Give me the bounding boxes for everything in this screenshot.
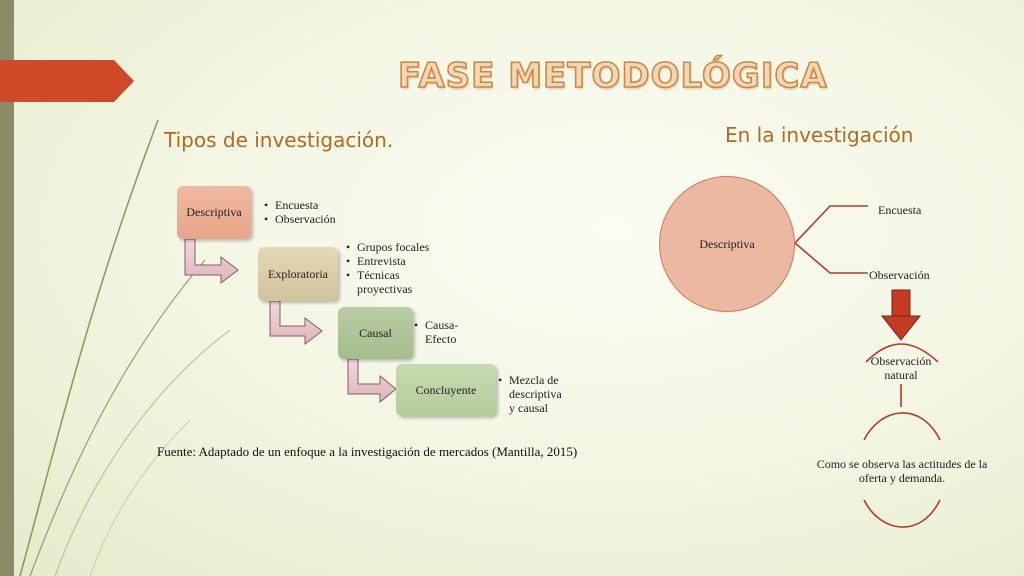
bullet-item: Causa-Efecto bbox=[414, 318, 464, 346]
bullet-item: Observación bbox=[264, 212, 336, 226]
source-note: Fuente: Adaptado de un enfoque a la inve… bbox=[157, 444, 578, 459]
branch-label-encuesta: Encuesta bbox=[878, 203, 922, 217]
bullets-exploratoria: Grupos focales Entrevista Técnicas proye… bbox=[346, 240, 446, 296]
conclusion-bracket-bottom bbox=[863, 499, 941, 528]
branch-label-observacion: Observación bbox=[869, 268, 930, 282]
bullet-item: Mezcla de descriptiva y causal bbox=[498, 373, 570, 415]
slide-title: FASE METODOLÓGICA bbox=[397, 55, 828, 97]
conclusion-bracket-top bbox=[863, 412, 941, 441]
process-box-exploratoria: Exploratoria bbox=[258, 247, 338, 301]
natural-bracket bbox=[865, 343, 939, 363]
branch-bracket bbox=[793, 205, 868, 274]
bullets-causal: Causa-Efecto bbox=[414, 318, 464, 346]
down-arrow-icon bbox=[880, 289, 922, 341]
bullet-item: Técnicas proyectivas bbox=[346, 268, 446, 296]
bullet-item: Grupos focales bbox=[346, 240, 446, 254]
left-side-bar bbox=[0, 0, 14, 576]
process-box-descriptiva: Descriptiva bbox=[177, 186, 251, 239]
left-heading: Tipos de investigación. bbox=[164, 128, 394, 152]
title-pointer-arrow bbox=[0, 60, 134, 102]
conclusion-text: Como se observa las actitudes de la ofer… bbox=[816, 457, 988, 485]
process-box-concluyente: Concluyente bbox=[396, 364, 496, 416]
bullet-item: Entrevista bbox=[346, 254, 446, 268]
bullet-item: Encuesta bbox=[264, 198, 336, 212]
process-box-causal: Causal bbox=[338, 307, 413, 359]
observacion-natural-label: Observación natural bbox=[870, 354, 932, 382]
bullets-descriptiva: Encuesta Observación bbox=[264, 198, 336, 226]
descriptiva-circle: Descriptiva bbox=[659, 176, 795, 312]
right-heading: En la investigación bbox=[725, 123, 914, 147]
bullets-concluyente: Mezcla de descriptiva y causal bbox=[498, 373, 570, 415]
